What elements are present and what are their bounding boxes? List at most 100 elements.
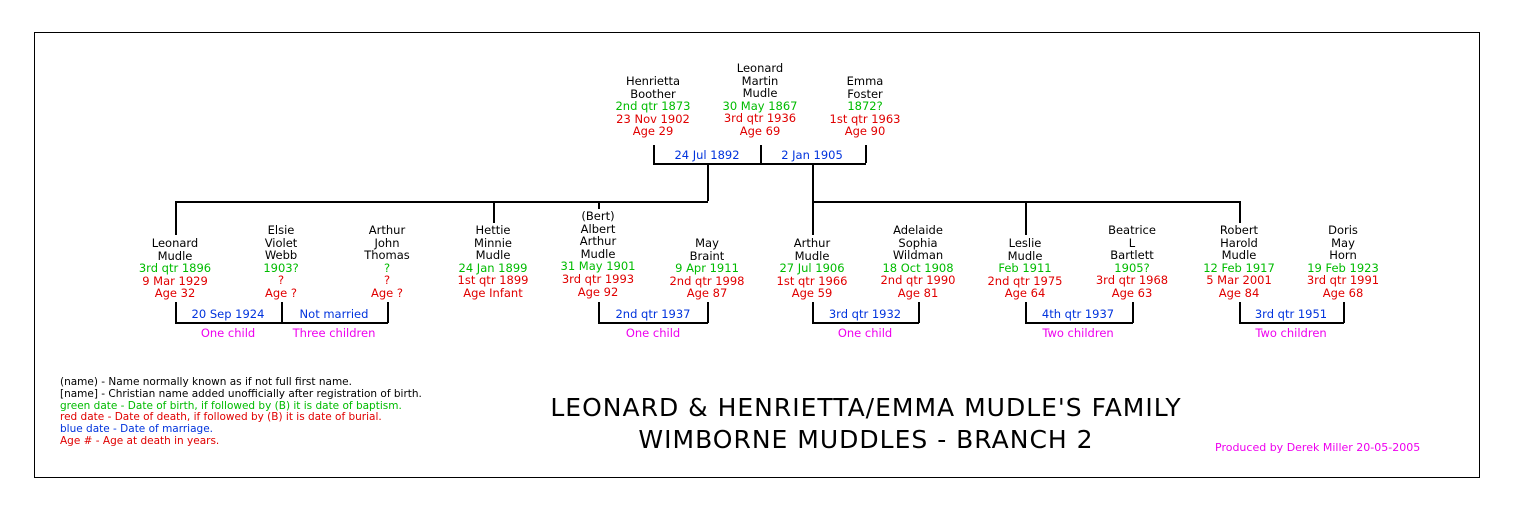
marriage-date: Not married — [299, 307, 369, 321]
connector-line — [175, 322, 388, 324]
marriage-date: 24 Jul 1892 — [674, 148, 740, 162]
person-name: Emma — [846, 74, 884, 88]
age-at-death: Age 63 — [1111, 285, 1153, 300]
person-henrietta-boother: Henrietta Boother 2nd qtr 1873 23 Nov 19… — [615, 75, 690, 138]
death-date: 1st qtr 1963 — [829, 111, 901, 126]
person-leonard-mudle: Leonard Mudle 3rd qtr 1896 9 Mar 1929 Ag… — [139, 237, 211, 300]
age-at-death: Age 90 — [844, 124, 886, 139]
marriage-date: 2 Jan 1905 — [781, 148, 843, 162]
person-name: Mudle — [1007, 248, 1043, 263]
age-at-death: Age 92 — [577, 284, 619, 299]
person-name: Martin — [741, 73, 779, 88]
birth-date: 3rd qtr 1896 — [138, 261, 212, 276]
person-leonard-martin-mudle: Leonard Martin Mudle 30 May 1867 3rd qtr… — [723, 62, 798, 138]
person-arthur-john-thomas: Arthur John Thomas ? ? Age ? — [364, 224, 410, 300]
person-name: Mudle — [742, 86, 778, 101]
connector-line — [175, 201, 708, 203]
person-name: Braint — [689, 248, 725, 263]
person-elsie-violet-webb: Elsie Violet Webb 1903? ? Age ? — [263, 224, 298, 300]
person-name: Harold — [1220, 235, 1258, 250]
connector-line — [918, 302, 920, 323]
age-at-death: Age ? — [370, 285, 403, 300]
connector-line — [653, 145, 655, 163]
person-name: Leonard — [151, 236, 199, 250]
person-name: John — [374, 235, 400, 250]
connector-line — [760, 145, 762, 163]
legend-line: green date - Date of birth, if followed … — [60, 399, 402, 412]
person-name: Albert — [580, 221, 616, 236]
connector-line — [812, 201, 814, 235]
person-may-braint: May Braint 9 Apr 1911 2nd qtr 1998 Age 8… — [669, 237, 744, 300]
connector-line — [1025, 201, 1027, 235]
person-name: Robert — [1219, 223, 1259, 237]
connector-line — [598, 302, 600, 323]
death-date: ? — [383, 273, 391, 288]
connector-line — [812, 322, 919, 324]
person-name: L — [1128, 235, 1136, 250]
person-name: Horn — [1329, 248, 1357, 263]
birth-date: 9 Apr 1911 — [675, 261, 739, 276]
person-albert-arthur-mudle: (Bert) Albert Arthur Mudle 31 May 1901 3… — [561, 210, 636, 298]
birth-date: 2nd qtr 1873 — [615, 99, 691, 114]
connector-line — [865, 145, 867, 163]
children-note: Two children — [1255, 326, 1327, 340]
legend: (name) - Name normally known as if not f… — [60, 376, 422, 448]
person-name: Wildman — [892, 248, 944, 263]
person-name: Leonard — [736, 61, 784, 75]
age-at-death: Age 87 — [686, 286, 728, 301]
person-name: Beatrice — [1108, 223, 1156, 237]
person-name: Leslie — [1008, 236, 1042, 250]
connector-line — [1239, 201, 1241, 223]
death-date: 3rd qtr 1993 — [561, 271, 635, 286]
person-name: Henrietta — [625, 74, 681, 88]
birth-date: Feb 1911 — [998, 261, 1052, 276]
person-name: Webb — [264, 248, 298, 263]
chart-title: LEONARD & HENRIETTA/EMMA MUDLE'S FAMILY … — [550, 392, 1181, 456]
person-name: May — [1331, 235, 1355, 250]
person-name: Thomas — [364, 248, 410, 263]
person-name: Bartlett — [1110, 248, 1154, 263]
person-robert-harold-mudle: Robert Harold Mudle 12 Feb 1917 5 Mar 20… — [1203, 224, 1275, 300]
age-at-death: Age 64 — [1004, 286, 1046, 301]
birth-date: 30 May 1867 — [722, 98, 798, 113]
person-name: Arthur — [368, 223, 406, 237]
death-date: 2nd qtr 1975 — [987, 273, 1063, 288]
person-name: Hettie — [475, 223, 511, 237]
person-name: Mudle — [580, 246, 616, 261]
death-date: ? — [277, 273, 285, 288]
marriage-date: 2nd qtr 1937 — [615, 307, 691, 321]
children-note: One child — [837, 326, 893, 340]
death-date: 23 Nov 1902 — [616, 111, 690, 126]
connector-line — [1025, 302, 1027, 323]
age-at-death: Age 69 — [739, 123, 781, 138]
person-adelaide-sophia-wildman: Adelaide Sophia Wildman 18 Oct 1908 2nd … — [880, 224, 955, 300]
person-name: Mudle — [475, 248, 511, 263]
death-date: 1st qtr 1899 — [457, 273, 529, 288]
legend-line: blue date - Date of marriage. — [60, 423, 213, 436]
age-at-death: Age 68 — [1322, 285, 1364, 300]
person-name: Mudle — [1221, 248, 1257, 263]
chart-border — [34, 32, 1480, 478]
marriage-date: 3rd qtr 1951 — [1254, 307, 1328, 321]
death-date: 3rd qtr 1968 — [1095, 273, 1169, 288]
title-line-2: WIMBORNE MUDDLES - BRANCH 2 — [638, 425, 1094, 454]
birth-date: 1903? — [263, 260, 299, 275]
birth-date: 31 May 1901 — [560, 259, 636, 274]
connector-line — [653, 163, 866, 165]
connector-line — [1239, 302, 1241, 323]
death-date: 5 Mar 2001 — [1206, 273, 1272, 288]
person-emma-foster: Emma Foster 1872? 1st qtr 1963 Age 90 — [830, 75, 901, 138]
connector-line — [598, 201, 600, 209]
person-name: Elsie — [267, 223, 295, 237]
connector-line — [812, 302, 814, 323]
children-note: One child — [200, 326, 256, 340]
birth-date: 1872? — [847, 99, 883, 114]
connector-line — [493, 201, 495, 223]
age-at-death: Age 59 — [791, 286, 833, 301]
person-name: Foster — [847, 86, 883, 101]
children-note: Two children — [1042, 326, 1114, 340]
person-name: Mudle — [794, 248, 830, 263]
age-at-death: Age 32 — [154, 286, 196, 301]
death-date: 2nd qtr 1990 — [880, 273, 956, 288]
age-at-death: Age 29 — [632, 124, 674, 139]
